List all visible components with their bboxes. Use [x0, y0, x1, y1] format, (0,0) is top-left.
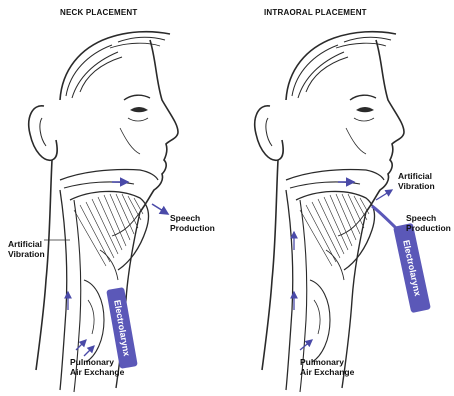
- right-speech-line2: Production: [406, 224, 451, 234]
- right-head: [255, 32, 404, 392]
- right-speech-label: Speech Production: [406, 214, 451, 233]
- right-pulmonary-label: Pulmonary Air Exchange: [300, 358, 354, 377]
- left-head: [29, 32, 178, 392]
- left-speech-line2: Production: [170, 224, 215, 234]
- left-speech-label: Speech Production: [170, 214, 215, 233]
- right-panel-title: INTRAORAL PLACEMENT: [264, 8, 367, 17]
- right-artificial-line2: Vibration: [398, 182, 435, 192]
- left-artificial-label: Artificial Vibration: [8, 240, 45, 259]
- left-pulmonary-label: Pulmonary Air Exchange: [70, 358, 124, 377]
- left-pulmonary-line2: Air Exchange: [70, 368, 124, 378]
- left-artificial-line2: Vibration: [8, 250, 45, 260]
- right-artificial-label: Artificial Vibration: [398, 172, 435, 191]
- right-pulmonary-line2: Air Exchange: [300, 368, 354, 378]
- left-panel-title: NECK PLACEMENT: [60, 8, 137, 17]
